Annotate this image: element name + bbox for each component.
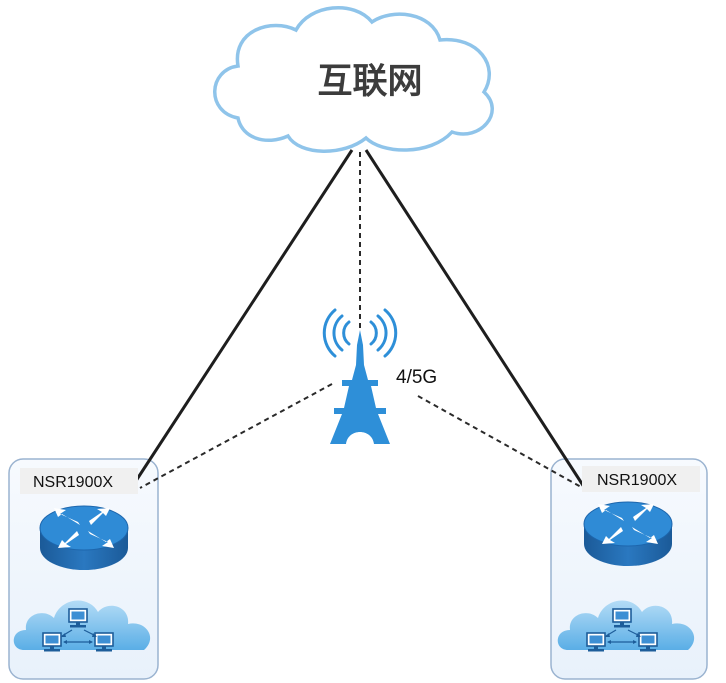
model-label-left: NSR1900X — [33, 474, 113, 491]
model-label-right: NSR1900X — [597, 472, 677, 489]
wireless-link-left — [139, 383, 333, 489]
wireless-link-right — [417, 395, 591, 493]
router-icon — [583, 501, 673, 567]
internet-label: 互联网 — [317, 62, 422, 102]
site-right: NSR1900X — [558, 466, 700, 652]
cell-tower-icon: 4/5G — [322, 308, 437, 444]
internet-cloud-icon: 互联网 — [213, 5, 494, 153]
model-label-bg-right — [582, 466, 700, 492]
site-left: NSR1900X — [14, 468, 150, 652]
tower-label: 4/5G — [396, 367, 437, 388]
model-label-bg-left — [20, 468, 138, 494]
wireless-links — [139, 152, 591, 493]
wired-links — [128, 149, 588, 491]
router-icon — [39, 505, 129, 571]
wired-link-right — [364, 149, 588, 491]
wired-link-left — [128, 149, 354, 491]
